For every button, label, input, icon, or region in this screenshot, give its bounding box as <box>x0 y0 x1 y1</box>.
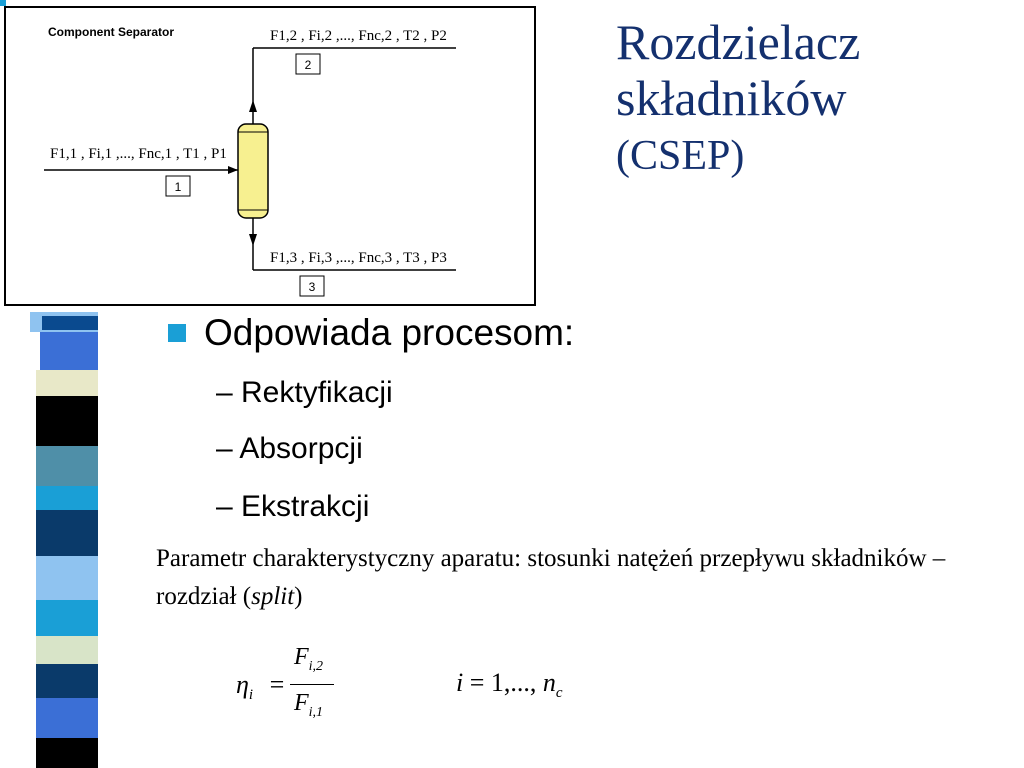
formula-denominator-subscript: i,1 <box>308 704 324 720</box>
parameter-description: Parametr charakterystyczny aparatu: stos… <box>156 540 976 616</box>
formula-denominator-F: F <box>294 690 309 716</box>
slide-title: Rozdzielacz składników (CSEP) <box>616 14 1016 182</box>
title-line-1: Rozdzielacz <box>616 14 861 70</box>
bottom-stream-label: F1,3 , Fi,3 ,..., Fnc,3 , T3 , P3 <box>270 250 447 266</box>
formula-range-subscript: c <box>555 685 563 702</box>
formula-eta-symbol: η <box>236 670 249 699</box>
main-bullet-text: Odpowiada procesom: <box>204 312 575 353</box>
formula-range-i: i <box>456 668 464 697</box>
inlet-stream-number: 1 <box>175 180 182 194</box>
formula-eta-subscript: i <box>248 687 254 704</box>
formula-fraction-bar <box>290 684 334 685</box>
parameter-close: ) <box>294 583 303 610</box>
inlet-stream-number-box <box>165 175 191 197</box>
diagram-label: Component Separator <box>48 25 174 39</box>
formula-numerator-subscript: i,2 <box>308 658 324 674</box>
formula-numerator: Fi,2 <box>294 644 323 675</box>
formula-range-n: n <box>542 668 556 697</box>
top-outlet-arrow-icon <box>249 100 257 112</box>
list-item-ekstrakcji: – Ekstrakcji <box>216 490 370 523</box>
decorative-stripes <box>0 0 118 768</box>
title-line-2: składników <box>616 70 847 126</box>
main-bullet: Odpowiada procesom: <box>168 312 574 354</box>
list-item-absorpcji: – Absorpcji <box>216 432 363 465</box>
formula-equals: = <box>268 670 286 699</box>
top-stream-number: 2 <box>305 58 312 72</box>
formula-range-values: 1,..., <box>490 668 537 697</box>
inlet-arrow-icon <box>228 166 238 174</box>
inlet-stream-label: F1,1 , Fi,1 ,..., Fnc,1 , T1 , P1 <box>50 146 227 162</box>
flowsheet-svg: Component Separator F1,1 , Fi,1 ,..., Fn… <box>44 25 456 297</box>
title-subtitle: (CSEP) <box>616 133 745 179</box>
separator-vessel <box>237 123 269 219</box>
bottom-outlet-arrow-icon <box>249 234 257 246</box>
component-separator-diagram: Component Separator F1,1 , Fi,1 ,..., Fn… <box>4 6 536 306</box>
bullet-square-icon <box>168 324 186 342</box>
list-item-rektyfikacji: – Rektyfikacji <box>216 376 393 409</box>
top-stream-number-box <box>295 53 321 75</box>
parameter-text: Parametr charakterystyczny aparatu: stos… <box>156 545 946 610</box>
formula-numerator-F: F <box>294 644 309 670</box>
formula-range-equals: = <box>469 668 485 697</box>
bottom-stream-number-box <box>299 275 325 297</box>
top-stream-label: F1,2 , Fi,2 ,..., Fnc,2 , T2 , P2 <box>270 28 447 44</box>
formula-eta: ηi <box>236 670 253 704</box>
formula-denominator: Fi,1 <box>294 690 323 721</box>
parameter-italic-split: split <box>251 583 295 610</box>
bottom-stream-number: 3 <box>309 280 316 294</box>
formula-range: i = 1,..., nc <box>456 668 563 702</box>
